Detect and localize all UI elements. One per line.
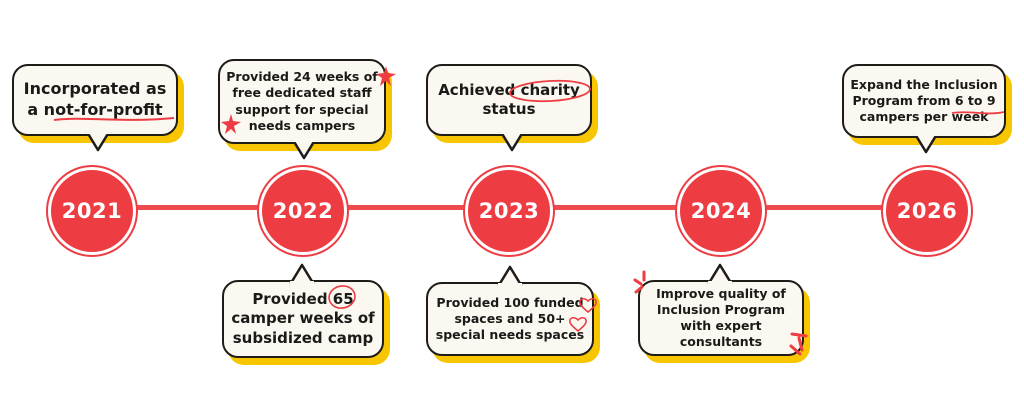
milestone-2023-top-bubble: Achieved charity status <box>426 64 598 152</box>
year-label-2023: 2023 <box>478 199 540 223</box>
year-label-2022: 2022 <box>272 199 334 223</box>
underline-scribble-icon <box>53 117 175 121</box>
heart-icon <box>569 316 587 333</box>
year-node-2026: 2026 <box>883 167 971 255</box>
year-node-2023: 2023 <box>465 167 553 255</box>
sparkle-icon <box>221 114 241 134</box>
milestone-2023-bottom-bubble: Provided 100 funded spaces and 50+ speci… <box>426 265 600 363</box>
sparkle-icon <box>376 66 396 86</box>
year-node-2021: 2021 <box>48 167 136 255</box>
milestone-2022-bottom-text: Provided 65 camper weeks of subsidized c… <box>231 289 375 347</box>
milestone-2026-bubble: Expand the Inclusion Program from 6 to 9… <box>842 64 1012 154</box>
year-node-2022: 2022 <box>259 167 347 255</box>
year-node-2024: 2024 <box>677 167 765 255</box>
year-label-2021: 2021 <box>61 199 123 223</box>
milestone-2021-text: Incorporated as a not-for-profit <box>23 79 167 119</box>
milestone-2023-top-text: Achieved charity status <box>438 80 580 119</box>
sparkle-lines-icon <box>633 270 646 294</box>
circle-scribble-icon <box>509 79 591 103</box>
milestone-2024-text: Improve quality of Inclusion Program wit… <box>656 285 786 350</box>
underline-scribble-icon <box>951 111 1005 115</box>
milestone-2024-bubble: Improve quality of Inclusion Program wit… <box>633 263 810 363</box>
circle-scribble-icon <box>328 285 356 309</box>
milestone-2021-bubble: Incorporated as a not-for-profit <box>12 64 184 152</box>
year-label-2026: 2026 <box>896 199 958 223</box>
milestone-2022-top-bubble: Provided 24 weeks of free dedicated staf… <box>218 59 396 160</box>
milestone-2022-top-text: Provided 24 weeks of free dedicated staf… <box>226 69 378 133</box>
milestone-2022-bottom-bubble: Provided 65 camper weeks of subsidized c… <box>222 263 390 365</box>
heart-icon <box>579 297 597 314</box>
year-label-2024: 2024 <box>690 199 752 223</box>
sparkle-lines-icon <box>789 332 808 356</box>
milestone-2026-text: Expand the Inclusion Program from 6 to 9… <box>850 76 998 125</box>
milestone-2023-bottom-text: Provided 100 funded spaces and 50+ speci… <box>435 294 585 343</box>
